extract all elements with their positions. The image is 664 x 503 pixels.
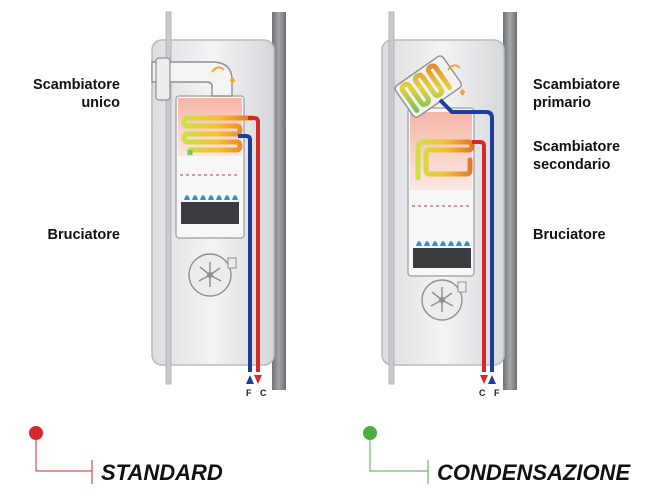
pipe-labels-right: C F <box>479 388 503 398</box>
pipe-labels-left: F C <box>246 388 270 398</box>
wall <box>503 12 517 390</box>
label-burner-right: Bruciatore <box>533 227 606 243</box>
label-primary-exchanger: Scambiatore primario <box>533 76 620 112</box>
caption-standard: STANDARD <box>101 460 223 485</box>
fan-icon <box>421 279 467 321</box>
flame-arrow-icon: ♦ <box>458 88 467 99</box>
cold-pipe <box>438 98 494 372</box>
condensing-boiler: ♦ <box>381 11 517 390</box>
cold-arrow-icon <box>488 375 496 384</box>
label-line: unico <box>81 95 120 111</box>
mounting-rail <box>388 11 395 385</box>
burner-flames <box>184 195 238 200</box>
burner <box>181 202 239 224</box>
burner-flames <box>416 241 470 246</box>
flame-arrow-icon: ♦ <box>228 76 237 87</box>
hot-pipe <box>472 140 486 372</box>
hot-arrow-icon <box>254 375 262 384</box>
fan-icon <box>188 253 237 297</box>
cold-pipe <box>238 134 252 372</box>
mounting-rail <box>165 11 172 385</box>
standard-marker <box>29 426 93 484</box>
flue-cap <box>155 57 171 101</box>
label-burner-left: Bruciatore <box>47 227 120 243</box>
label-line: Scambiatore <box>32 77 120 93</box>
burner <box>413 248 471 268</box>
caption-condensazione: CONDENSAZIONE <box>437 460 631 485</box>
condensazione-marker <box>363 426 429 484</box>
secondary-exchanger-coil <box>415 139 475 181</box>
standard-boiler: ♦ <box>151 11 286 390</box>
exhaust-arrow-icon <box>211 66 225 73</box>
label-single-exchanger: Scambiatore unico <box>14 76 120 112</box>
wall <box>272 12 286 390</box>
label-line: Scambiatore <box>533 77 621 93</box>
label-line: Scambiatore <box>533 139 621 155</box>
label-secondary-exchanger: Scambiatore secondario <box>533 138 620 174</box>
hot-pipe <box>248 116 260 372</box>
label-line: primario <box>533 95 592 111</box>
exhaust-arrow-icon <box>447 64 461 71</box>
primary-exchanger <box>394 55 463 118</box>
hot-arrow-icon <box>480 375 488 384</box>
cold-arrow-icon <box>246 375 254 384</box>
label-line: secondario <box>533 157 611 173</box>
heat-exchanger-coil <box>181 115 255 153</box>
